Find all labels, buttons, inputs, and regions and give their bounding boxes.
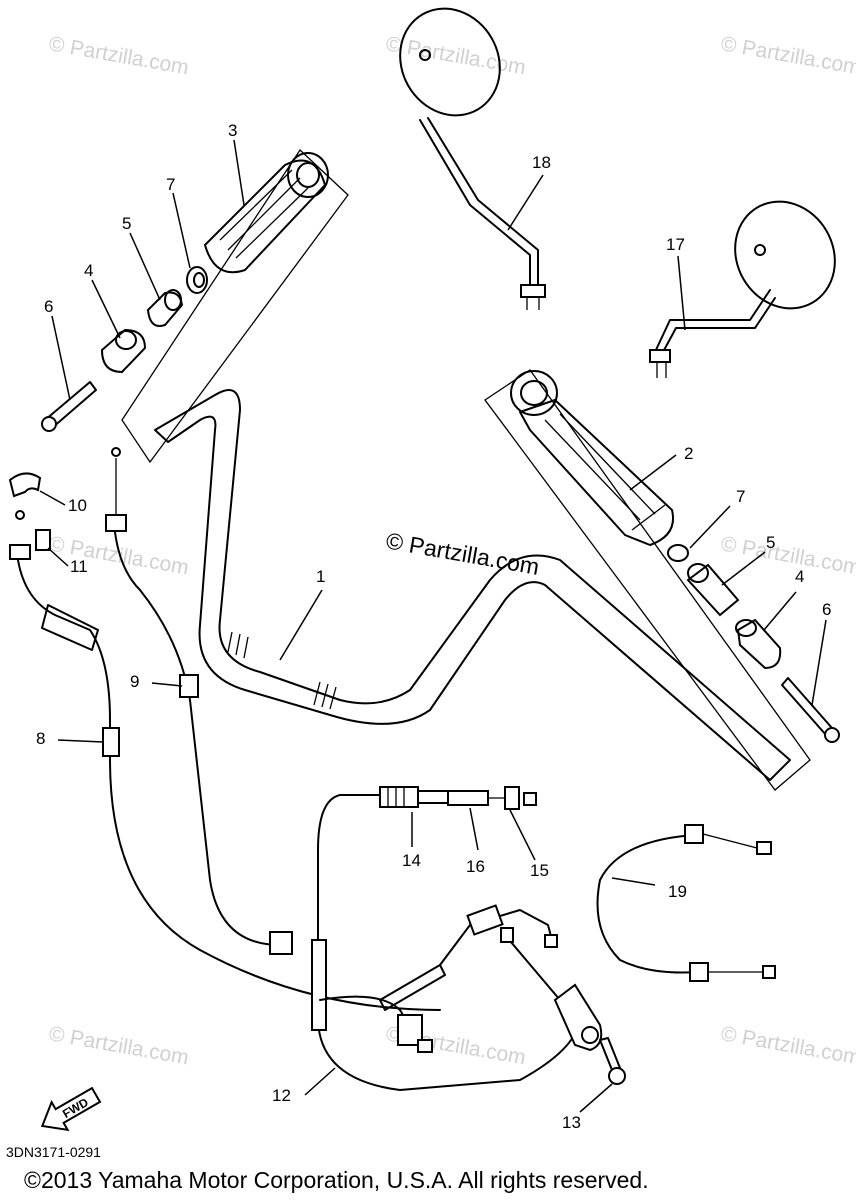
callout-6: 6 [44,297,53,316]
callout-17: 17 [666,235,685,254]
callout-6: 6 [822,600,831,619]
callout-7: 7 [736,487,745,506]
screw-right [781,677,840,743]
callout-14: 14 [402,851,421,870]
callout-1: 1 [316,567,325,586]
callout-13: 13 [562,1113,581,1132]
callout-10: 10 [68,496,87,515]
right-grip [510,370,674,546]
bushing-right [686,563,740,617]
callout-9: 9 [130,672,139,691]
watermark: © Partzilla.com [719,532,856,579]
callout-16: 16 [466,857,485,876]
mirror-left-17 [649,200,836,378]
collar-left [186,266,208,294]
left-grip [204,152,329,274]
fwd-arrow: FWD [40,1086,102,1132]
callout-5: 5 [766,533,775,552]
mirror-right-18 [399,7,546,310]
copyright-notice: ©2013 Yamaha Motor Corporation, U.S.A. A… [24,1167,649,1193]
watermark: © Partzilla.com [384,32,527,79]
callout-5: 5 [122,214,131,233]
callout-19: 19 [668,882,687,901]
callout-7: 7 [166,175,175,194]
clip-10 [8,472,42,498]
watermark: © Partzilla.com [719,1022,856,1069]
cable-12 [311,794,603,1091]
weight-left [100,328,147,374]
callout-18: 18 [532,153,551,172]
watermark-center: © Partzilla.com [384,527,541,580]
nut-15 [504,786,537,810]
callout-4: 4 [795,567,804,586]
callout-2: 2 [684,444,693,463]
callout-11: 11 [70,557,88,576]
screw-left [41,381,97,432]
adjuster-14 [379,786,449,808]
handlebar [121,148,811,791]
watermark: © Partzilla.com [47,1022,190,1069]
watermark: © Partzilla.com [47,532,190,579]
leader-lines [39,139,827,1113]
watermark: © Partzilla.com [47,32,190,79]
adjuster-16 [447,790,505,806]
callout-4: 4 [84,261,93,280]
drawing-code: 3DN3171-0291 [6,1144,101,1160]
weight-right [735,618,782,670]
callout-3: 3 [228,121,237,140]
clutch-cable-8 [9,510,441,1011]
callout-12: 12 [272,1086,291,1105]
watermark: © Partzilla.com [719,32,856,79]
screw-13 [599,1037,626,1085]
callout-8: 8 [36,729,45,748]
bolt-11 [35,529,51,551]
bushing-left [146,289,184,327]
callout-15: 15 [530,861,549,880]
collar-right [667,544,689,562]
cable-19 [596,824,776,982]
callout-labels: 1 2 3 4 4 5 5 6 6 7 7 8 9 10 11 12 13 14… [36,121,831,1132]
